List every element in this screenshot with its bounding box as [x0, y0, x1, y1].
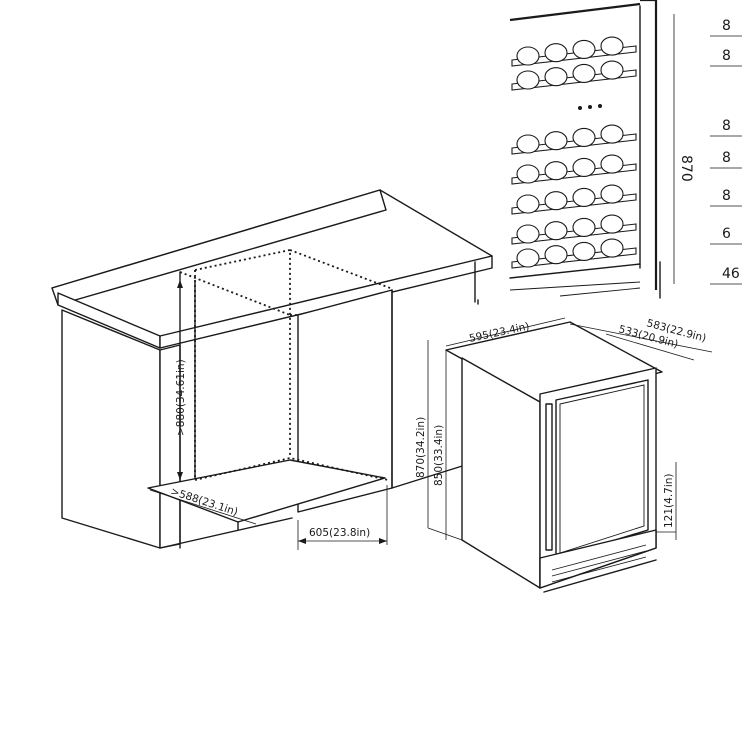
- shelf-count-label: 8: [722, 48, 731, 64]
- shelf-count-label: 8: [722, 188, 731, 204]
- opening-floor: [147, 459, 386, 523]
- bottle: [516, 164, 540, 184]
- opening-dotted-back: [194, 248, 291, 458]
- bottle: [544, 131, 568, 151]
- bottle: [572, 157, 596, 177]
- detail-height-label: 870: [678, 155, 694, 182]
- kitchen-cabinet: >880(34.61in) >588(23.1in) 605(23.8in): [51, 189, 493, 550]
- cabinet-depth-dimline: [149, 489, 257, 525]
- cabinet-side: [61, 309, 161, 549]
- bottle: [516, 224, 540, 244]
- bottle: [516, 194, 540, 214]
- fridge-height-ext: [427, 527, 463, 541]
- fridge-door-inner: [559, 384, 645, 554]
- fridge-height-min-label: 850(33.4in): [433, 425, 445, 486]
- shelf-count-label: 46: [722, 266, 740, 282]
- detail-top-frame: [509, 2, 641, 22]
- bottle: [516, 134, 540, 154]
- bottle: [544, 221, 568, 241]
- toe-kick-label: 121(4.7in): [663, 473, 675, 528]
- bottle: [600, 36, 624, 56]
- arrow-left: [298, 538, 306, 544]
- bottle: [572, 187, 596, 207]
- wine-fridge: 595(23.4in) 583(22.9in) 533(20.9in) 870(…: [415, 317, 713, 593]
- bottle: [600, 60, 624, 80]
- cabinet-toe-line: [159, 517, 293, 549]
- shelf-count-label: 8: [722, 118, 731, 134]
- arrow-up: [177, 280, 183, 288]
- backsplash: [51, 189, 387, 306]
- bottle: [572, 39, 596, 59]
- bottle: [600, 184, 624, 204]
- bottle: [544, 67, 568, 87]
- detail-base-line-2: [559, 287, 641, 297]
- shelf-count-label: 8: [722, 18, 731, 34]
- bottle: [572, 63, 596, 83]
- control-button-2: [588, 105, 592, 109]
- bottle: [544, 245, 568, 265]
- shelf-count-label: 8: [722, 150, 731, 166]
- bottle: [600, 214, 624, 234]
- detail-bottom-frame: [509, 263, 641, 279]
- fridge-base: [539, 529, 657, 589]
- fridge-width-dimline: [445, 317, 566, 347]
- bottle: [572, 217, 596, 237]
- cabinet-height-label: >880(34.61in): [175, 359, 187, 436]
- shelf-count-labels: 8 8 8 8 8 6 46: [710, 18, 742, 285]
- vent-line-2: [551, 550, 647, 577]
- arrow-right: [379, 538, 387, 544]
- fridge-depth-dimline-2: [605, 333, 695, 361]
- countertop-edge-front: [159, 255, 493, 349]
- fridge-door: [555, 379, 649, 559]
- vent-line-3: [551, 556, 647, 583]
- cabinet-width-label: 605(23.8in): [309, 527, 370, 539]
- bottle: [516, 46, 540, 66]
- fridge-handle: [545, 403, 553, 551]
- bottle: [600, 124, 624, 144]
- detail-right-frame: [640, 0, 658, 290]
- arrow-down: [177, 472, 183, 480]
- vent-line-1: [551, 544, 647, 571]
- shelf-count-label: 6: [722, 226, 731, 242]
- bottle: [544, 161, 568, 181]
- control-button-1: [578, 106, 582, 110]
- detail-base-line-1: [509, 281, 641, 291]
- bottle-rows: [511, 36, 637, 269]
- bottle: [516, 248, 540, 268]
- bottle: [544, 43, 568, 63]
- interior-detail: 870 8 8 8 8 8 6 46: [477, 0, 742, 305]
- bottle: [600, 154, 624, 174]
- cabinet-base-right: [391, 461, 476, 489]
- bottle: [516, 70, 540, 90]
- control-button-3: [598, 104, 602, 108]
- bottle: [572, 241, 596, 261]
- fridge-height-max-label: 870(34.2in): [415, 417, 427, 478]
- bottle: [544, 191, 568, 211]
- bottle: [600, 238, 624, 258]
- fridge-depth-dimline-1: [569, 323, 713, 353]
- bottle: [572, 127, 596, 147]
- fridge-foot-line: [543, 559, 657, 593]
